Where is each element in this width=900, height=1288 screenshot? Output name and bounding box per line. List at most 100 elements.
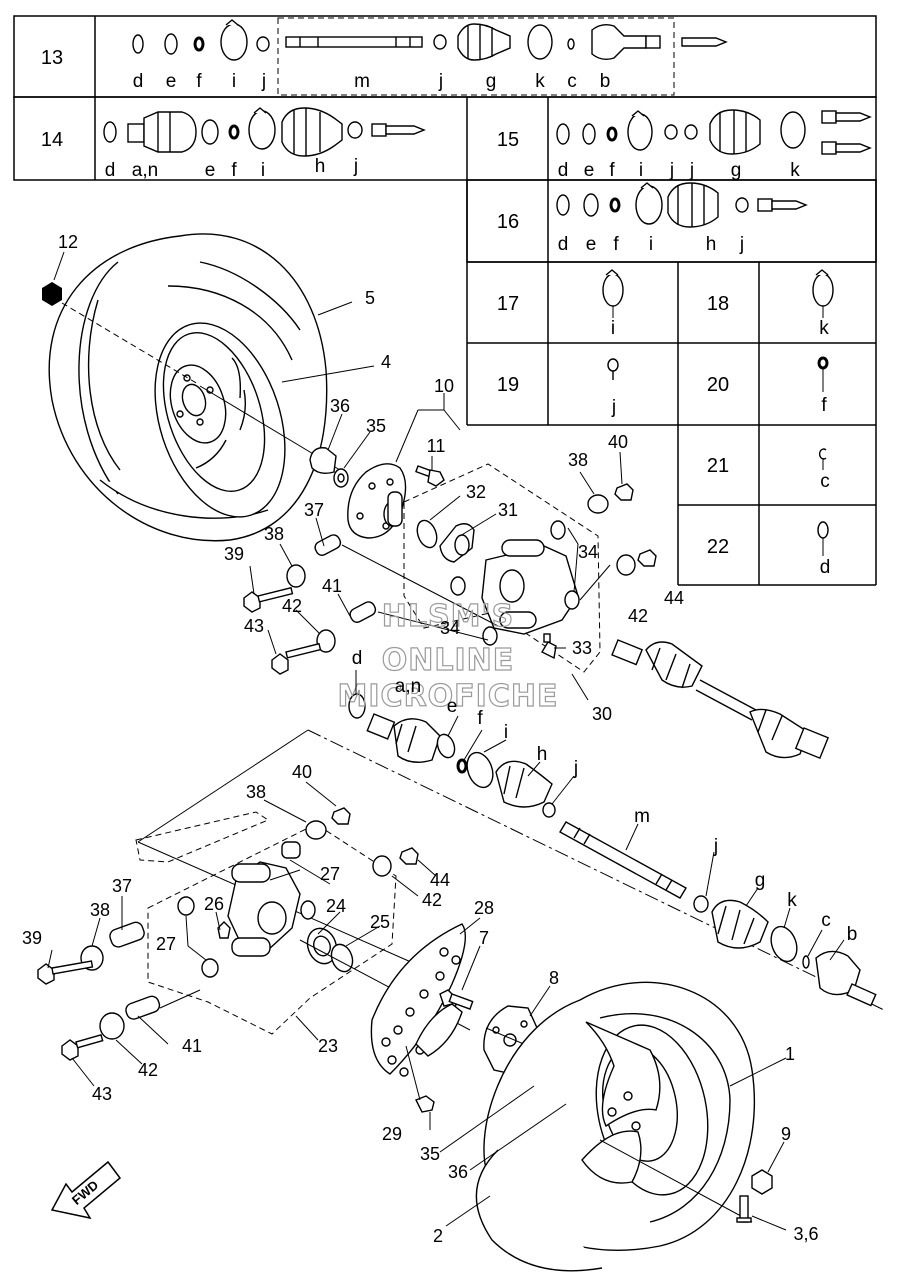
- kit-letter: m: [354, 71, 370, 92]
- kit-letter: g: [731, 160, 742, 181]
- callout-40: 40: [608, 432, 628, 452]
- kit-letter: g: [486, 71, 497, 92]
- callout-38: 38: [246, 782, 266, 802]
- callout-24: 24: [326, 896, 346, 916]
- callout-43: 43: [244, 616, 264, 636]
- kit-letter: f: [613, 234, 619, 255]
- callout-d: d: [352, 648, 363, 669]
- kit-table: [13, 15, 877, 586]
- callout-42: 42: [422, 890, 442, 910]
- kit-letter: j: [438, 71, 443, 92]
- kit-letter: i: [261, 160, 265, 181]
- callout-41: 41: [322, 576, 342, 596]
- kit-letter: d: [820, 557, 831, 578]
- kit-letter: e: [205, 160, 216, 181]
- kit-letter: j: [689, 160, 694, 181]
- kit-letter: d: [105, 160, 116, 181]
- kit-letter: c: [567, 71, 577, 92]
- wheel-rim-upper: [154, 322, 286, 518]
- callout-i: i: [504, 722, 508, 743]
- callout-37: 37: [112, 876, 132, 896]
- kit-number: 16: [497, 211, 519, 233]
- callout-f: f: [477, 708, 483, 729]
- fwd-arrow-icon: FWD: [50, 1160, 122, 1220]
- wheel-lower: [475, 981, 756, 1272]
- callout-1: 1: [785, 1044, 795, 1064]
- kit-letter: h: [315, 156, 326, 177]
- kit14-parts: [103, 107, 426, 157]
- callout-39: 39: [224, 544, 244, 564]
- callout-h: h: [537, 744, 548, 765]
- kit-number: 18: [707, 293, 729, 315]
- watermark: HLSM'S ONLINE MICROFICHE: [337, 598, 559, 714]
- lower-drive-shaft: [559, 821, 877, 1007]
- kit-number: 13: [41, 47, 63, 69]
- upper-drive-shaft: [611, 639, 830, 760]
- callout-35: 35: [366, 416, 386, 436]
- kit-letter: f: [231, 160, 237, 181]
- callout-31: 31: [498, 500, 518, 520]
- callout-29: 29: [382, 1124, 402, 1144]
- kit-letter: a,n: [132, 160, 158, 181]
- callout-9: 9: [781, 1124, 791, 1144]
- callout-42: 42: [138, 1060, 158, 1080]
- kit15-parts: [556, 109, 872, 155]
- upper-hub-parts: [309, 447, 445, 539]
- callout-42: 42: [282, 596, 302, 616]
- kit-letter: i: [649, 234, 653, 255]
- svg-text:MICROFICHE: MICROFICHE: [338, 679, 559, 714]
- kit-letter: b: [600, 71, 611, 92]
- kit-letter: f: [609, 160, 615, 181]
- kit-letter: k: [790, 160, 800, 181]
- kit-letter: d: [558, 234, 569, 255]
- kit-letter: d: [558, 160, 569, 181]
- callout-40: 40: [292, 762, 312, 782]
- callout-33: 33: [572, 638, 592, 658]
- callout-e: e: [447, 696, 458, 717]
- kits17-22-parts: [602, 269, 834, 539]
- callout-38: 38: [264, 524, 284, 544]
- callout-36: 36: [448, 1162, 468, 1182]
- callout-26: 26: [204, 894, 224, 914]
- callout-c: c: [821, 910, 831, 931]
- kit-letter: j: [669, 160, 674, 181]
- kit16-parts: [556, 182, 808, 228]
- callout-28: 28: [474, 898, 494, 918]
- callout-44: 44: [664, 588, 684, 608]
- wheel-nut-upper: [42, 282, 62, 306]
- callout-32: 32: [466, 482, 486, 502]
- callout-34: 34: [440, 618, 460, 638]
- lower-arm-parts: [37, 807, 419, 1061]
- callout-38: 38: [568, 450, 588, 470]
- svg-text:ONLINE: ONLINE: [382, 643, 515, 678]
- kit-number: 15: [497, 129, 519, 151]
- callout-j: j: [713, 836, 718, 857]
- callout-k: k: [787, 890, 797, 911]
- kit-number: 22: [707, 536, 729, 558]
- kit-letter: h: [706, 234, 717, 255]
- callout-41: 41: [182, 1036, 202, 1056]
- callout-8: 8: [549, 968, 559, 988]
- callout-a-n: a,n: [395, 676, 421, 697]
- kit13-parts: [132, 19, 728, 61]
- kit-letter: i: [232, 71, 236, 92]
- callout-2: 2: [433, 1226, 443, 1246]
- kit-letter: j: [611, 397, 616, 418]
- callout-leaders: [47, 251, 845, 1231]
- kit-letter: c: [820, 471, 830, 492]
- kit-letter: i: [639, 160, 643, 181]
- callout-labels-upper: 12 5 4 10 11 36 35 32 31 38 40 34 37 38 …: [58, 232, 684, 779]
- callout-3-6: 3,6: [793, 1224, 818, 1244]
- lower-arm-group-outline-top: [135, 811, 270, 863]
- upper-arm-parts: [243, 483, 657, 675]
- kit-number: 21: [707, 455, 729, 477]
- callout-g: g: [755, 870, 766, 891]
- callout-23: 23: [318, 1036, 338, 1056]
- callout-43: 43: [92, 1084, 112, 1104]
- callout-4: 4: [381, 352, 391, 372]
- upper-cv-joint-exploded: [348, 693, 556, 818]
- callout-12: 12: [58, 232, 78, 252]
- kit-letter: e: [166, 71, 177, 92]
- kit-letter: j: [261, 71, 266, 92]
